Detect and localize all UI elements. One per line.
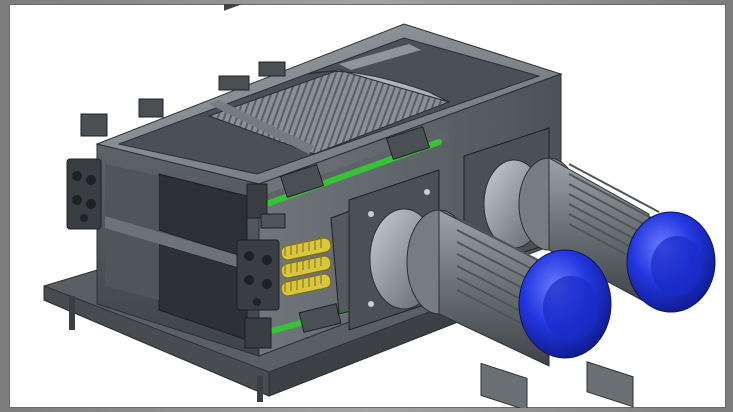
- crusher-housing: [95, 4, 563, 357]
- springs: [280, 236, 332, 297]
- roller-crusher-model: [43, 4, 716, 408]
- left-bearing-blocks: [66, 61, 286, 230]
- front-motor: [369, 208, 612, 408]
- cad-viewport[interactable]: [9, 4, 726, 408]
